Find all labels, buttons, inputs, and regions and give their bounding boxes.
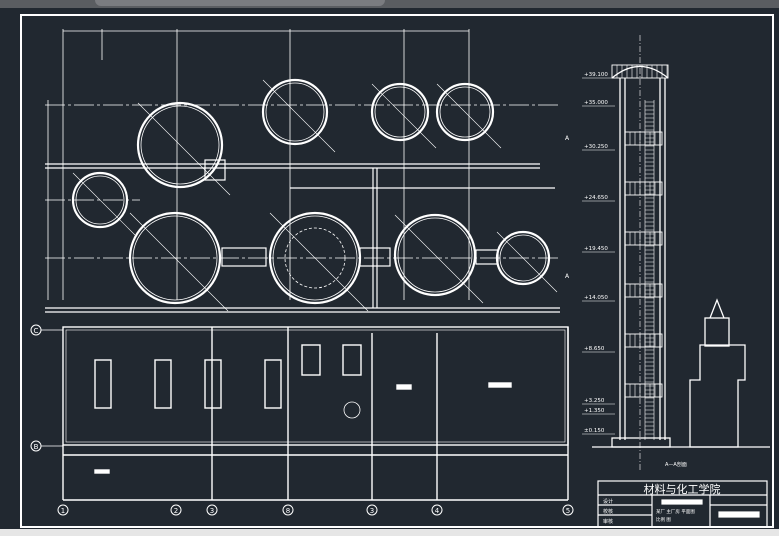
platform: [624, 383, 663, 398]
elevation-label: +35.000: [584, 100, 608, 106]
tank-inner-3: [374, 86, 426, 138]
top-dimension: [45, 29, 560, 300]
viewer-status-bar: [0, 529, 779, 536]
viewer-tab[interactable]: [95, 0, 385, 6]
title-row-2: 校核: [603, 508, 613, 515]
platform: [611, 64, 669, 79]
section-mark-1: A: [565, 135, 570, 142]
section-label: A—A剖面: [665, 461, 687, 468]
title-row-1: 设计: [603, 498, 613, 505]
leader-line: [137, 102, 231, 196]
tank-inner-2: [265, 82, 325, 142]
leader-line: [394, 214, 484, 304]
axis-bubble: [282, 504, 294, 516]
axis-row-c: C: [34, 327, 39, 335]
building-plan: [62, 326, 569, 501]
title-row-3: 审核: [603, 518, 613, 525]
axis-bubble: [562, 504, 574, 516]
axis-row-b: B: [34, 443, 39, 451]
tower-section: [592, 35, 770, 470]
tank-5: [71, 171, 129, 229]
pipe-racks: [45, 159, 560, 313]
tank-dashed-ring: [284, 227, 346, 289]
title-block: [597, 480, 768, 528]
title-scale: 比例 图: [656, 516, 671, 523]
elevation-label: +19.450: [584, 246, 608, 252]
viewer-top-bar: [0, 0, 779, 8]
platform: [624, 131, 663, 146]
leader-line: [496, 231, 558, 293]
tank-inner-5: [75, 175, 125, 225]
leader-line: [72, 172, 136, 236]
axis-col-label: 2: [174, 507, 178, 515]
tank-3: [370, 82, 430, 142]
elevation-label: +8.650: [584, 346, 605, 352]
title-drawing-info: 某厂 主厂房 平面图: [656, 508, 695, 515]
axis-bubble: [57, 504, 69, 516]
platform: [624, 333, 663, 348]
leader-line: [129, 212, 229, 312]
elevation-labels: +39.100 +35.000 +30.250 +24.650 +19.450 +14.0…: [582, 72, 615, 435]
axis-col-label: 3: [370, 507, 374, 515]
tanks: [71, 78, 558, 312]
platform: [624, 181, 663, 196]
axis-bubble: [170, 504, 182, 516]
tank-inner-8: [397, 217, 473, 293]
section-mark-2: A: [565, 273, 570, 280]
axis-bubble: [366, 504, 378, 516]
axis-col-label: 1: [61, 507, 65, 515]
tank-inner-6: [132, 215, 218, 301]
leader-line: [371, 83, 437, 149]
elevation-label: +3.250: [584, 398, 605, 404]
elevation-label: +24.650: [584, 195, 608, 201]
elevation-label: ±0.150: [584, 428, 605, 434]
title-block-school: 材料与化工学院: [644, 482, 721, 496]
tank-6: [128, 211, 222, 305]
tank-inner-7: [272, 215, 358, 301]
axis-bubble: [431, 504, 443, 516]
leader-line: [269, 212, 369, 312]
elevation-label: +1.350: [584, 408, 605, 414]
elevation-label: +39.100: [584, 72, 608, 78]
tank-inner-9: [499, 234, 547, 282]
leader-line: [436, 83, 502, 149]
axis-grid: 1 2 3 8 3 4 5: [57, 504, 574, 516]
tank-2: [261, 78, 329, 146]
platform: [624, 231, 663, 246]
platform: [624, 283, 663, 298]
tank-8: [393, 213, 477, 297]
elevation-label: +14.050: [584, 295, 608, 301]
axis-bubble: [206, 504, 218, 516]
tank-4: [435, 82, 495, 142]
axis-col-label: 8: [286, 507, 290, 515]
axis-col-label: 3: [210, 507, 214, 515]
tank-inner-1: [140, 105, 220, 185]
axis-col-label: 4: [435, 507, 440, 515]
tank-9: [495, 230, 551, 286]
leader-line: [262, 79, 336, 153]
drawing-frame: [20, 14, 774, 528]
axis-col-label: 5: [566, 507, 570, 515]
tank-inner-4: [439, 86, 491, 138]
tank-1: [136, 101, 224, 189]
elevation-label: +30.250: [584, 144, 608, 150]
